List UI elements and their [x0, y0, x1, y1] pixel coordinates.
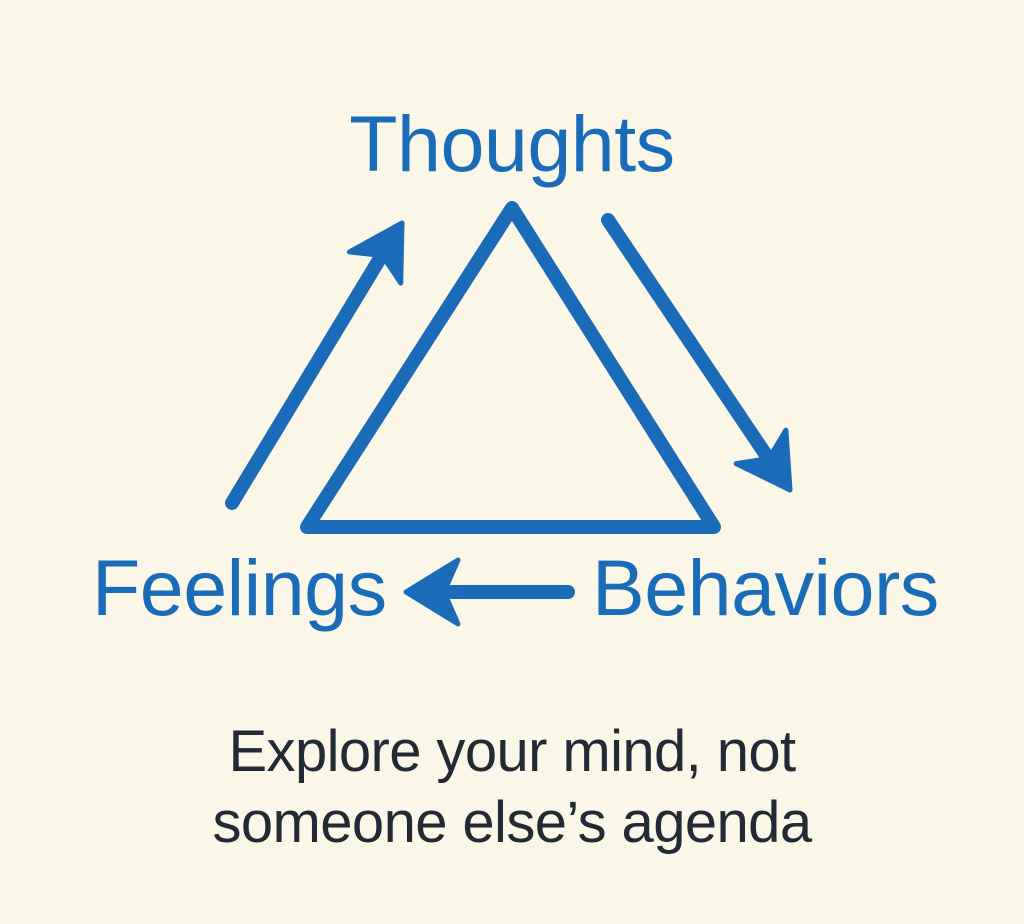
arrowhead: [733, 427, 793, 493]
triangle-outline-shape: [300, 201, 721, 534]
arrowhead: [346, 220, 405, 286]
arrow-shaft: [601, 213, 773, 462]
arrow-feelings-to-thoughts: [225, 220, 405, 510]
arrow-behaviors-to-feelings: [403, 557, 575, 627]
arrow-shaft: [225, 253, 386, 510]
arrowhead: [403, 557, 461, 627]
arrow-thoughts-to-behaviors: [601, 213, 793, 493]
node-label-behaviors: Behaviors: [592, 543, 939, 632]
node-label-feelings: Feelings: [92, 543, 387, 632]
caption-line-2: someone else’s agenda: [212, 790, 812, 856]
node-label-thoughts: Thoughts: [349, 99, 675, 188]
caption-block: Explore your mind, not someone else’s ag…: [0, 716, 1024, 859]
caption-line-1: Explore your mind, not: [228, 719, 796, 784]
